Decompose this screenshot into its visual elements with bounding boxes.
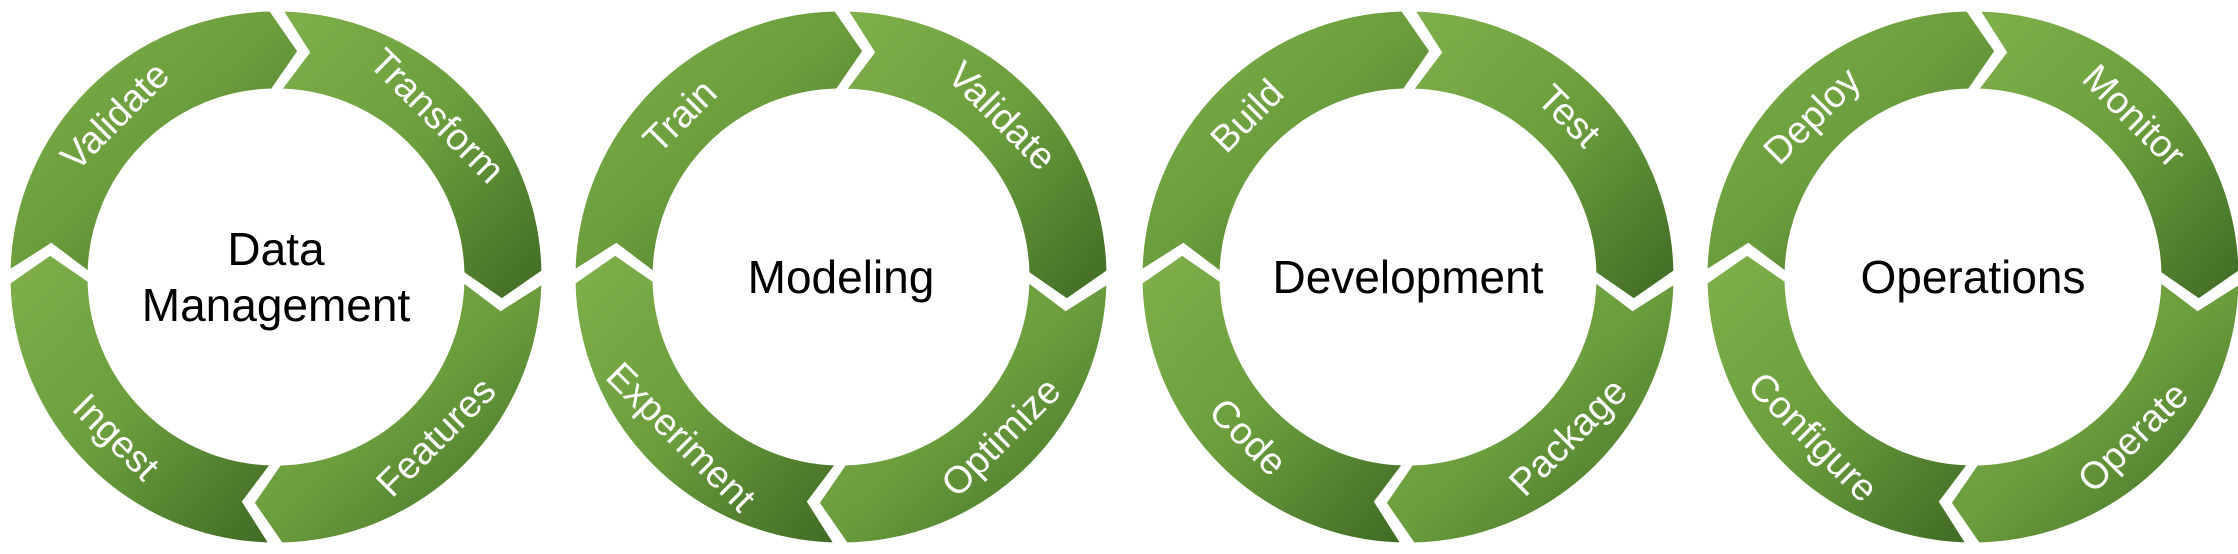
- cycle-segment: [1704, 8, 1998, 277]
- cycle-segment: [1948, 277, 2238, 546]
- cycle-segment: [841, 8, 1110, 302]
- cycle-segment: [1704, 252, 1973, 546]
- cycle-title: Management: [142, 279, 411, 331]
- cycle-segment: [1139, 8, 1433, 277]
- cycle-segment: [1408, 8, 1677, 302]
- cycle-segment: [1383, 277, 1677, 546]
- cycle-segment: [251, 277, 545, 546]
- cycle-segment: [7, 8, 301, 277]
- cycle-segment: [572, 252, 841, 546]
- cycle-segment: [572, 8, 866, 277]
- cycle-title: Data: [227, 223, 325, 275]
- cycle-segment: [1139, 252, 1408, 546]
- cycle-segment: [7, 252, 276, 546]
- cycle-title: Development: [1272, 251, 1543, 303]
- cycle-segment: [1973, 8, 2238, 302]
- cycle-title: Operations: [1860, 251, 2085, 303]
- cycle-segment: [276, 8, 545, 302]
- cycle-title: Modeling: [748, 251, 935, 303]
- cycle-segment: [816, 277, 1110, 546]
